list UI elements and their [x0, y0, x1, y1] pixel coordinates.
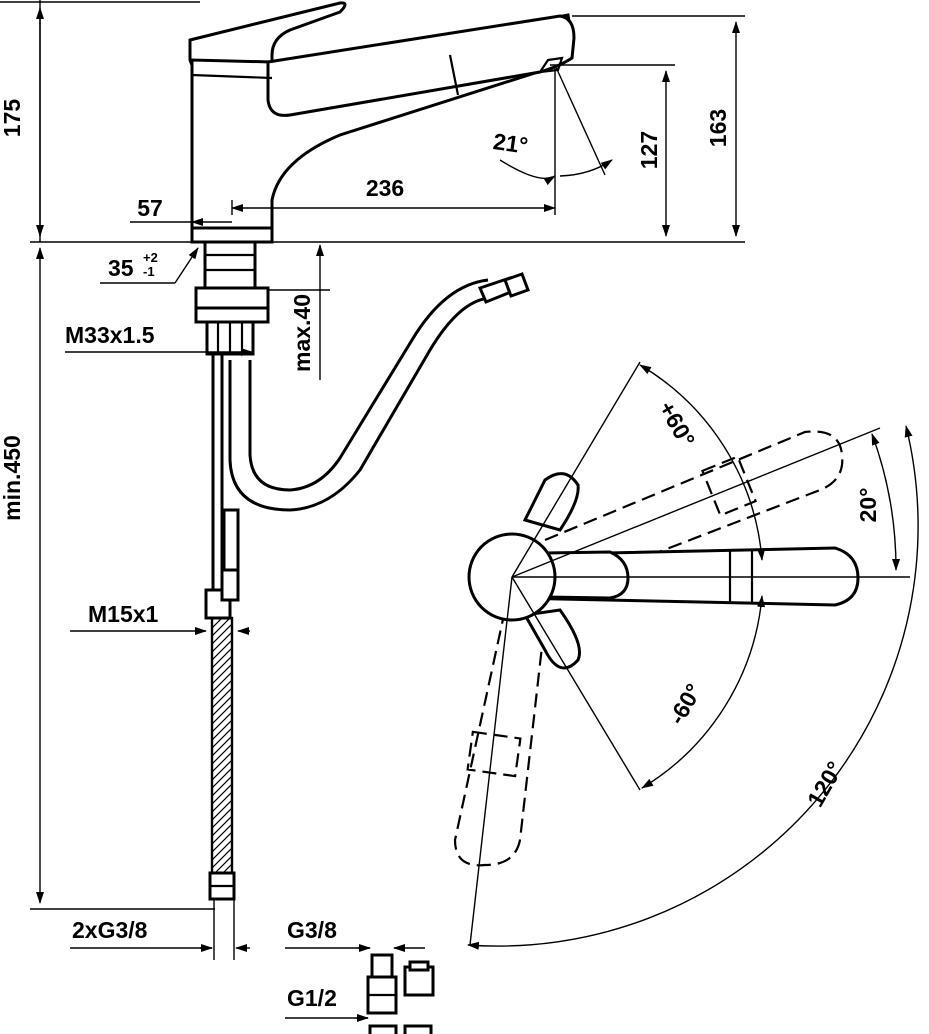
faucet-side-view [188, 1, 576, 244]
shank [194, 240, 270, 356]
label-hole-tol-upper: +2 [143, 250, 158, 265]
label-connection: 2xG3/8 [72, 917, 148, 943]
label-adapter-out: G1/2 [287, 985, 337, 1011]
label-outlet-angle: 21° [492, 128, 530, 159]
label-hose-length: min.450 [0, 435, 25, 521]
label-lever-up: +60° [654, 397, 701, 452]
supply-hoses [204, 354, 240, 901]
pullout-hose [228, 272, 530, 512]
label-swivel-range: 120° [802, 757, 848, 811]
label-thread-main: M33x1.5 [65, 322, 155, 348]
label-adapter-in: G3/8 [287, 917, 337, 943]
dimension-lines [0, 0, 745, 960]
label-aerator-height: 163 [705, 109, 731, 147]
adapters [285, 944, 435, 1034]
label-thread-small: M15x1 [88, 601, 159, 627]
label-lever-down: -60° [663, 679, 707, 729]
label-hole-diameter: 35 [108, 255, 134, 281]
label-spout-reach: 236 [366, 175, 404, 201]
faucet-top-view [453, 361, 919, 950]
label-hole-tol-lower: -1 [143, 264, 155, 279]
label-spout-tilt: 20° [855, 488, 881, 523]
label-base-diameter: 57 [137, 195, 163, 221]
label-deck-thickness: max.40 [289, 294, 315, 372]
label-outlet-height: 127 [636, 131, 662, 169]
lever-handle-side [188, 1, 347, 77]
label-overall-height: 175 [0, 99, 25, 138]
